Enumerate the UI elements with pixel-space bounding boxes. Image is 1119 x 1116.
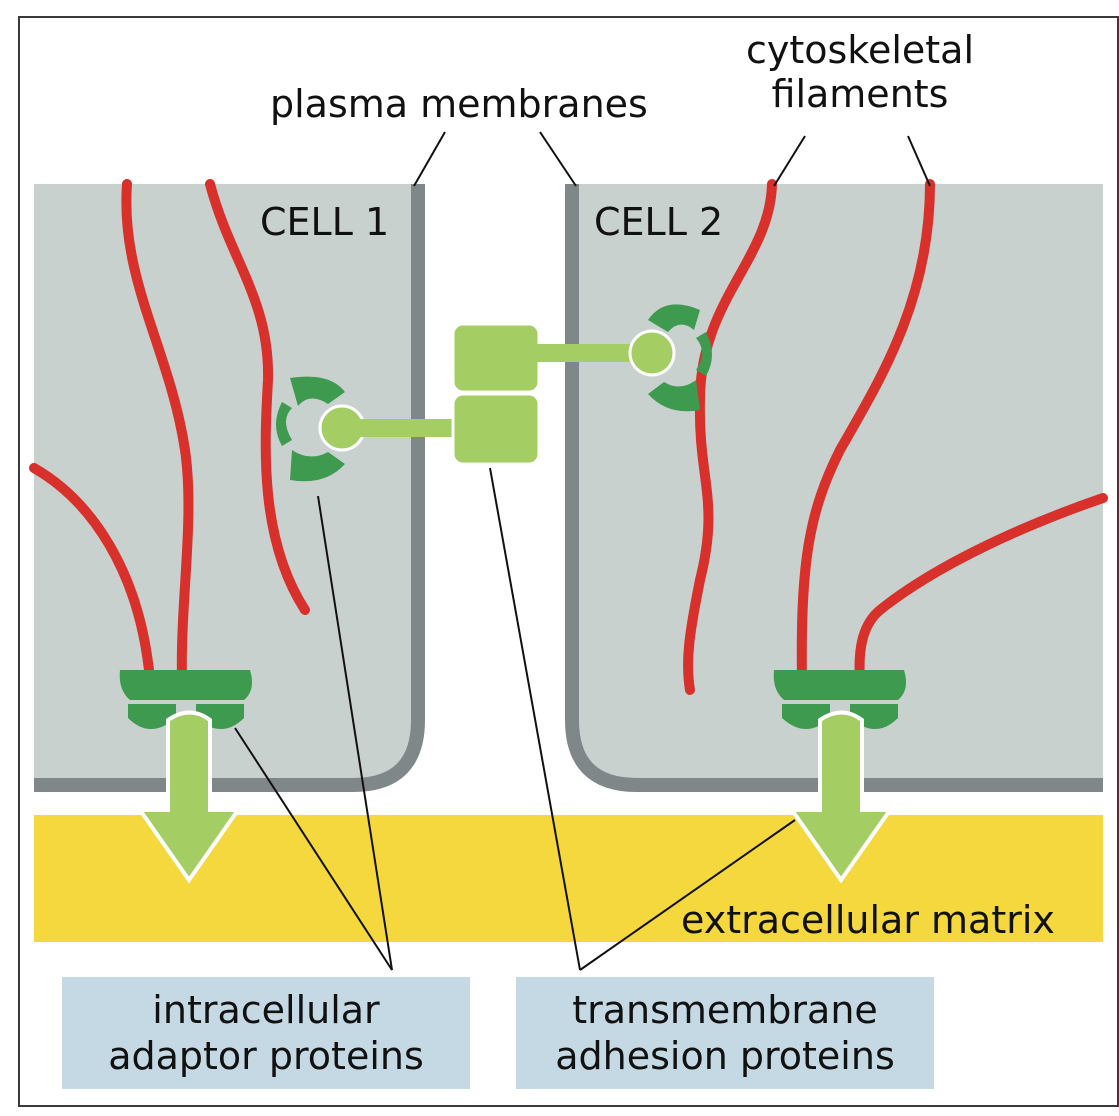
filament-cell2-b (796, 179, 935, 685)
filament-cell2-a (683, 179, 777, 695)
extracellular-matrix-label: extracellular matrix (681, 898, 1055, 942)
adhesion-protein-cell1 (318, 392, 541, 466)
transmembrane-adhesion-proteins-box: transmembrane adhesion proteins (516, 977, 934, 1089)
plasma-membranes-label: plasma membranes (270, 82, 648, 126)
adaptor-cell1-matrix (119, 670, 252, 729)
cytoskeletal-line-2: filaments (771, 72, 949, 116)
adhesion-line-1: transmembrane (572, 988, 878, 1032)
adaptor-cell2-junction (648, 304, 712, 412)
filament-cell2-c (854, 493, 1108, 685)
cell-1-label: CELL 1 (260, 200, 390, 244)
adhesion-line-2: adhesion proteins (555, 1034, 895, 1078)
cell-2-label: CELL 2 (594, 200, 724, 244)
integrin-arrow-cell1 (136, 710, 242, 884)
filament-cell1-c (29, 463, 155, 685)
leader-lines (234, 131, 931, 971)
adaptor-cell2-matrix (773, 670, 906, 729)
filament-cell1-a (121, 179, 194, 685)
cell-1-membrane (34, 184, 425, 792)
adaptor-line-1: intracellular (152, 988, 380, 1032)
integrin-arrow-cell2 (788, 710, 894, 884)
adhesion-protein-cell2 (451, 322, 676, 394)
cytoskeletal-filaments-label: cytoskeletal filaments (720, 28, 1000, 116)
cytoskeletal-line-1: cytoskeletal (745, 28, 975, 72)
intracellular-adaptor-proteins-box: intracellular adaptor proteins (62, 977, 470, 1089)
adaptor-line-2: adaptor proteins (108, 1034, 424, 1078)
filament-cell1-b (205, 179, 310, 615)
cell-2-membrane (565, 184, 1103, 792)
adaptor-cell1-junction (276, 376, 345, 482)
cell-1-body (34, 184, 418, 785)
